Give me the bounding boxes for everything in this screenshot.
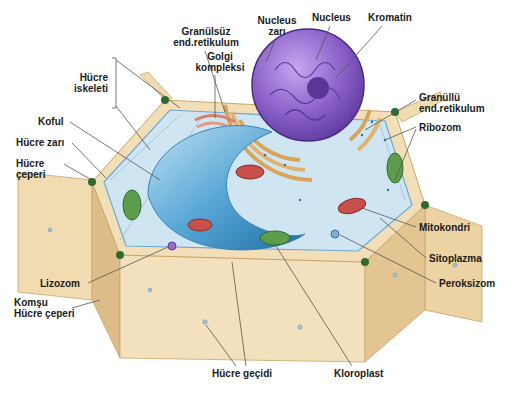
part-label: Kloroplast	[334, 368, 404, 379]
part-label: Hücre geçidi	[212, 368, 292, 379]
part-label: Hücre çeperi	[16, 158, 64, 180]
part-label: Ribozom	[419, 122, 479, 133]
part-label: Koful	[38, 116, 78, 127]
part-label: Nucleus zarı	[255, 15, 299, 37]
part-label: Granüllü end.retikulum	[419, 92, 503, 114]
part-label: Peroksizom	[439, 278, 509, 289]
part-label: Nucleus	[312, 12, 362, 23]
part-label: Hücre zarı	[16, 137, 76, 148]
part-label: Hücre iskeleti	[56, 72, 108, 94]
part-label: Kromatin	[368, 12, 428, 23]
part-label: Komşu Hücre çeperi	[14, 297, 76, 319]
part-label: Lizozom	[40, 278, 90, 289]
part-label: Sitoplazma	[429, 253, 499, 264]
part-label: Golgi kompleksi	[192, 51, 248, 73]
part-label: Granülsüz end.retikulum	[165, 26, 247, 48]
part-label: Mitokondri	[419, 222, 489, 233]
